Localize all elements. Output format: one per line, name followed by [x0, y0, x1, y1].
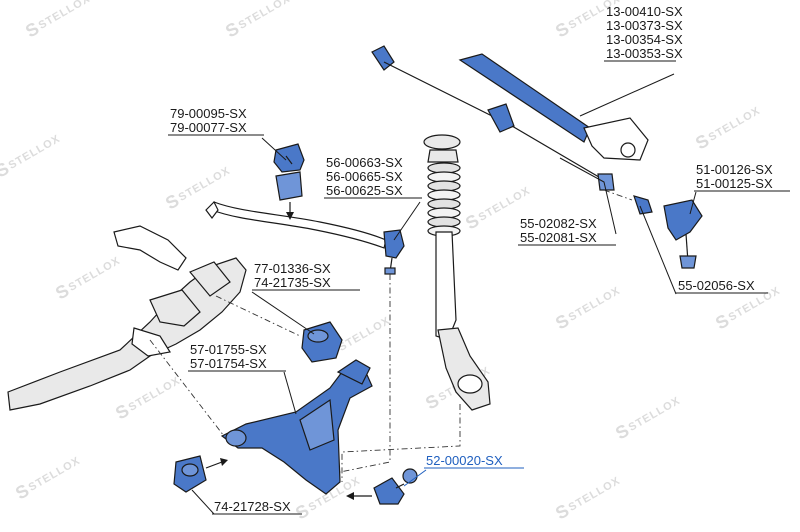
part-number-label: 55-02081-SX — [520, 230, 597, 245]
part-number-label: 52-00020-SX — [426, 453, 503, 468]
leader-line — [283, 371, 297, 415]
leader-line — [393, 201, 421, 241]
tie-rod-part — [371, 45, 703, 269]
watermark-text: STELLOX — [237, 0, 293, 32]
steering-rack-part — [458, 53, 649, 161]
part-number-label: 13-00410-SX — [606, 4, 683, 19]
part-number-label: 13-00353-SX — [606, 46, 683, 61]
rear-arm-bushing-part — [301, 321, 343, 363]
watermark-text: STELLOX — [707, 105, 763, 144]
part-number-label: 57-01755-SX — [190, 342, 267, 357]
watermark-text: STELLOX — [67, 255, 123, 294]
leader-line — [191, 489, 215, 515]
leader-line — [579, 73, 675, 117]
watermark-text: STELLOX — [7, 133, 63, 172]
leader-line — [261, 137, 287, 161]
part-number-label: 56-00665-SX — [326, 169, 403, 184]
part-number-label: 56-00663-SX — [326, 155, 403, 170]
watermark-text: STELLOX — [177, 165, 233, 204]
stabilizer-link-part — [383, 229, 405, 275]
callout-ball-joint: 52-00020-SX — [403, 453, 524, 487]
stabilizer-bar — [205, 200, 387, 249]
watermark-text: STELLOX — [37, 0, 93, 32]
part-number-label: 51-00126-SX — [696, 162, 773, 177]
watermark-text: STELLOX — [567, 475, 623, 514]
watermark-text: STELLOX — [627, 395, 683, 434]
front-arm-bushing-part — [173, 455, 228, 493]
leader-line — [559, 157, 617, 235]
part-number-label: 74-21735-SX — [254, 275, 331, 290]
assembly-lines — [149, 189, 633, 482]
part-number-label: 55-02056-SX — [678, 278, 755, 293]
leader-line — [689, 191, 697, 215]
strut-assembly — [423, 134, 491, 411]
leader-line — [403, 469, 427, 487]
callout-inner-tie-rod: 55-02056-SX — [639, 205, 768, 295]
control-arm-part — [220, 359, 373, 495]
callout-front-arm-bushing: 74-21728-SX — [191, 489, 302, 515]
part-number-label: 51-00125-SX — [696, 176, 773, 191]
subframe — [7, 225, 247, 411]
part-number-label: 77-01336-SX — [254, 261, 331, 276]
part-number-label: 79-00077-SX — [170, 120, 247, 135]
part-number-label: 55-02082-SX — [520, 216, 597, 231]
callout-tie-rod-end-right: 13-00410-SX13-00373-SX13-00354-SX13-0035… — [579, 4, 683, 117]
coil-spring — [427, 162, 461, 237]
part-number-label: 74-21728-SX — [214, 499, 291, 514]
watermark-text: STELLOX — [127, 375, 183, 414]
leader-line — [251, 291, 315, 335]
part-number-label: 57-01754-SX — [190, 356, 267, 371]
callout-labels: 13-00410-SX13-00373-SX13-00354-SX13-0035… — [168, 4, 790, 515]
watermark-text: STELLOX — [567, 285, 623, 324]
leader-line — [639, 205, 677, 295]
watermark-text: STELLOX — [27, 455, 83, 494]
stabilizer-bushing-part — [273, 143, 305, 220]
part-number-label: 13-00373-SX — [606, 18, 683, 33]
watermark-text: STELLOX — [337, 315, 393, 354]
part-number-label: 79-00095-SX — [170, 106, 247, 121]
part-number-label: 56-00625-SX — [326, 183, 403, 198]
part-number-label: 13-00354-SX — [606, 32, 683, 47]
